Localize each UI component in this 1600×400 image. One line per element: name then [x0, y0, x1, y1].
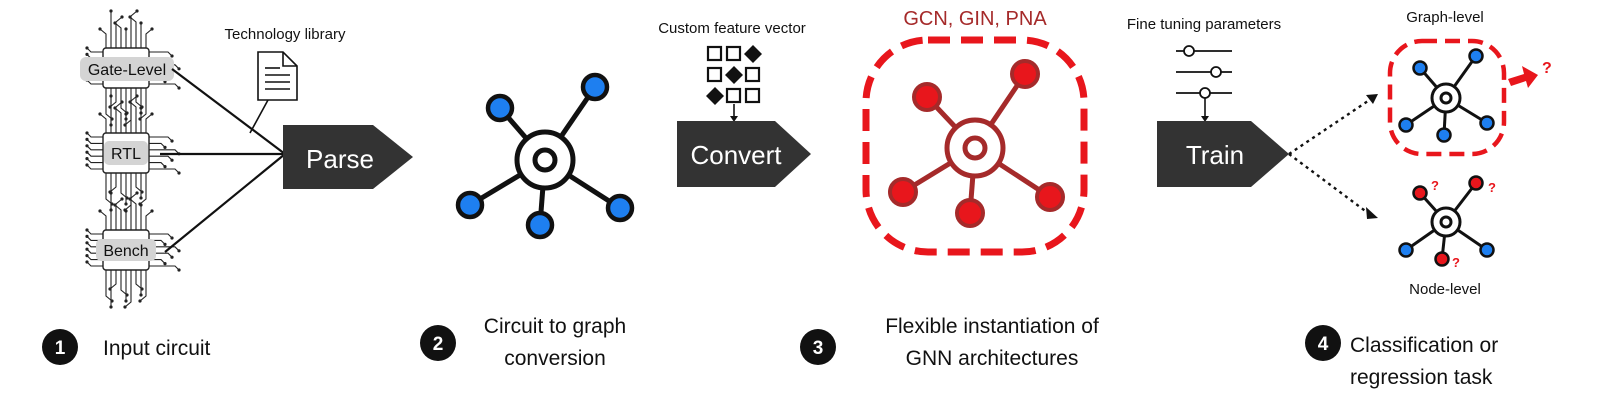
step-number-badge — [420, 325, 456, 361]
step-caption-line1: Flexible instantiation of — [885, 315, 1099, 338]
step-1: 1 Input circuit — [42, 329, 211, 365]
step-number-badge — [800, 329, 836, 365]
graph-icon — [1398, 48, 1495, 143]
parse-label: Parse — [306, 144, 374, 174]
graph-icon — [888, 59, 1065, 228]
step-caption-line1: Classification or — [1350, 334, 1498, 357]
technology-library-label: Technology library — [225, 26, 346, 43]
gnn-node — [955, 198, 985, 228]
step-2: 2 Circuit to graph conversion — [420, 315, 626, 370]
feature-grid-icon — [706, 45, 762, 105]
node-level-arrow — [1288, 153, 1369, 214]
node-question: ? — [1452, 255, 1460, 270]
parse-arrow — [283, 125, 413, 189]
graph-icon — [455, 72, 635, 240]
graph-level-frame — [1387, 38, 1507, 157]
gnn-dashed-frame — [862, 36, 1088, 256]
node-level-label: Node-level — [1409, 281, 1481, 298]
graph-level-arrow — [1288, 100, 1369, 155]
graph-icon — [1398, 175, 1495, 267]
rtl-label: RTL — [111, 146, 141, 163]
train-label: Train — [1186, 140, 1244, 170]
sliders-icon — [1176, 45, 1232, 99]
step-caption-line1: Circuit to graph — [484, 315, 626, 338]
step-number: 3 — [813, 338, 824, 359]
gate-level-label-bg — [80, 57, 174, 81]
graph-output-arrow-icon — [1508, 66, 1538, 88]
step-number: 1 — [55, 338, 66, 359]
input-connectors — [160, 68, 286, 253]
convert-arrow — [677, 121, 811, 187]
step-caption-line2: GNN architectures — [906, 347, 1079, 370]
graph-node — [580, 72, 610, 102]
convert-label: Convert — [690, 140, 782, 170]
node-question: ? — [1488, 180, 1496, 195]
train-arrow — [1157, 121, 1289, 187]
graph-level-label: Graph-level — [1406, 9, 1484, 26]
fine-tuning-label: Fine tuning parameters — [1127, 16, 1281, 33]
gnn-architectures-label: GCN, GIN, PNA — [903, 8, 1047, 30]
step-caption: Input circuit — [103, 337, 211, 360]
step-number: 4 — [1318, 334, 1329, 355]
step-number: 2 — [433, 334, 444, 355]
graph-output-question: ? — [1542, 60, 1552, 77]
gnn-node — [888, 177, 918, 207]
feature-vector-label: Custom feature vector — [658, 20, 806, 37]
step-caption-line2: regression task — [1350, 366, 1493, 389]
node-question: ? — [1431, 178, 1439, 193]
graph-node — [455, 190, 485, 220]
step-number-badge — [1305, 325, 1341, 361]
gate-level-label: Gate-Level — [88, 62, 166, 79]
bench-label: Bench — [103, 243, 148, 260]
rtl-label-bg — [104, 141, 148, 165]
gnn-node — [1035, 182, 1065, 212]
gnn-node — [912, 82, 942, 112]
document-icon — [257, 51, 298, 101]
gnn-node — [1010, 59, 1040, 89]
bench-label-bg — [96, 239, 156, 261]
step-caption-line2: conversion — [504, 347, 606, 370]
step-number-badge — [42, 329, 78, 365]
step-3: 3 Flexible instantiation of GNN architec… — [800, 315, 1099, 370]
graph-node — [525, 210, 555, 240]
graph-node — [605, 193, 635, 223]
library-connector — [249, 99, 269, 134]
step-4: 4 Classification or regression task — [1305, 325, 1498, 389]
graph-node — [485, 93, 515, 123]
